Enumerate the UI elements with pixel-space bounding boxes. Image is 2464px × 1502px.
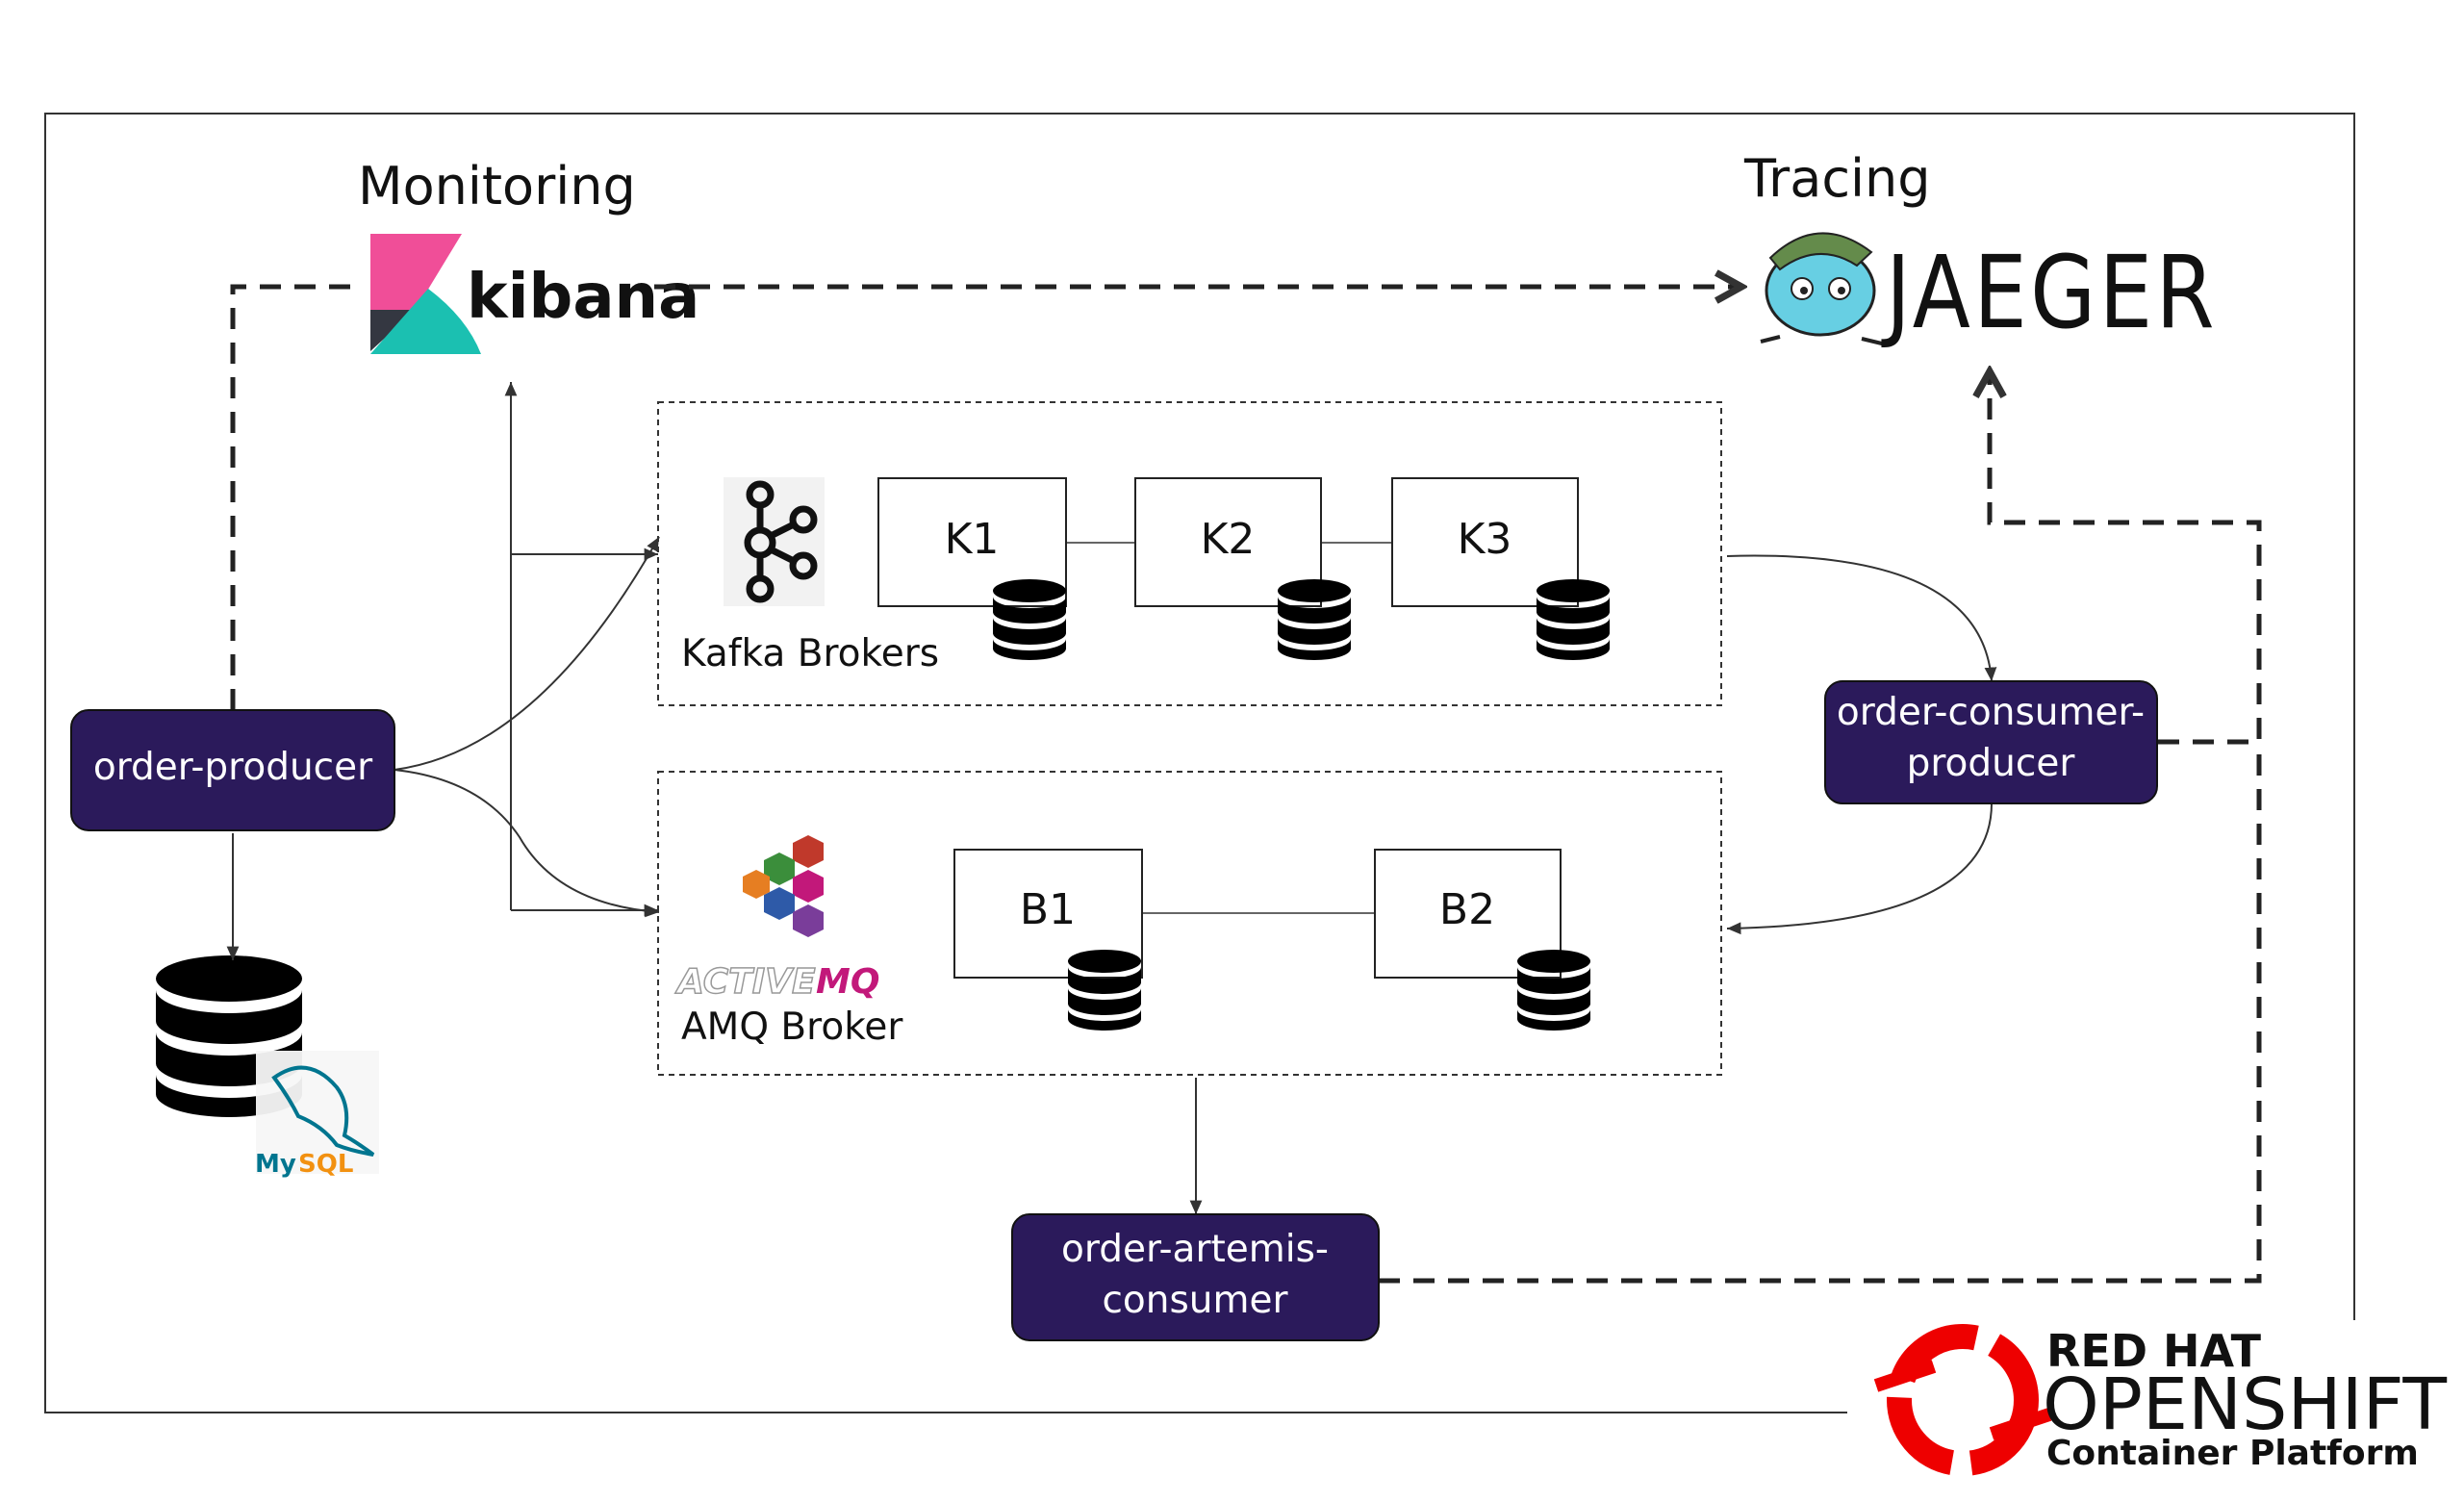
kibana-icon <box>370 234 481 354</box>
redhat-wordmark: RED HAT <box>2046 1325 2262 1377</box>
openshift-ring-icon <box>1873 1324 2052 1476</box>
mysql-wordmark-sql: SQL <box>298 1150 353 1179</box>
kafka-broker-k2: K2 <box>1134 477 1351 660</box>
openshift-wordmark: OPENSHIFT <box>2043 1363 2448 1446</box>
redhat-openshift-logo: RED HAT OPENSHIFT Container Platform <box>1847 1320 2464 1502</box>
service-order-producer[interactable]: order-producer <box>70 709 395 831</box>
broker-label: B2 <box>1439 885 1495 934</box>
amq-group <box>657 771 1722 1076</box>
kafka-brokers-label: Kafka Brokers <box>681 632 939 675</box>
broker-label: B1 <box>1020 885 1076 934</box>
service-order-consumer-producer[interactable]: order-consumer- producer <box>1824 680 2158 804</box>
broker-label: K3 <box>1458 515 1512 564</box>
activemq-wordmark-active: ACTIVE <box>674 962 816 1002</box>
service-label: order-consumer- <box>1837 691 2145 734</box>
database-icon <box>1517 950 1590 1031</box>
service-label: order-producer <box>93 746 373 789</box>
kafka-broker-k3: K3 <box>1391 477 1610 660</box>
connector-producer-amq <box>394 769 660 918</box>
trace-artemis-jaeger <box>1379 742 2262 1284</box>
jaeger-gopher-icon <box>1760 232 1887 346</box>
connector-consumer-amq <box>1726 802 1993 935</box>
trace-producer-jaeger <box>230 284 361 710</box>
tracing-label: Tracing <box>1743 148 1931 209</box>
activemq-logo: ACTIVE MQ <box>673 835 879 1003</box>
database-icon <box>1068 950 1141 1031</box>
connector-kafka-consumer <box>1726 554 1997 682</box>
jaeger-logo: JAEGER <box>1760 232 2218 351</box>
mysql-dolphin-icon <box>271 1065 375 1157</box>
broker-label: K1 <box>945 515 1000 564</box>
kibana-wordmark: kibana <box>467 262 699 333</box>
database-icon <box>1278 579 1351 660</box>
mysql-wordmark-my: My <box>255 1150 296 1179</box>
connector-producer-kafka <box>394 536 660 771</box>
database-icon <box>993 579 1066 660</box>
kafka-logo-icon <box>724 477 825 606</box>
monitoring-label: Monitoring <box>358 156 636 216</box>
amq-broker-label: AMQ Broker <box>681 1006 903 1049</box>
broker-label: K2 <box>1201 515 1256 564</box>
kibana-logo: kibana <box>370 234 699 354</box>
amq-broker-b2: B2 <box>1374 849 1590 1031</box>
jaeger-wordmark: JAEGER <box>1881 234 2218 351</box>
trace-consumer-jaeger <box>1990 371 2262 745</box>
service-label: consumer <box>1102 1279 1288 1322</box>
kafka-broker-k1: K1 <box>877 477 1067 660</box>
service-order-artemis-consumer[interactable]: order-artemis- consumer <box>1011 1213 1380 1341</box>
platform-frame <box>44 113 2355 1413</box>
service-label: producer <box>1907 742 2076 785</box>
activemq-wordmark-mq: MQ <box>816 962 879 1002</box>
container-platform-wordmark: Container Platform <box>2046 1434 2419 1473</box>
mysql-database: My SQL <box>156 955 379 1179</box>
database-icon <box>1537 579 1610 660</box>
activemq-hex-icon <box>743 835 824 937</box>
service-label: order-artemis- <box>1061 1228 1329 1271</box>
kafka-group <box>657 401 1722 706</box>
amq-broker-b1: B1 <box>953 849 1143 1031</box>
